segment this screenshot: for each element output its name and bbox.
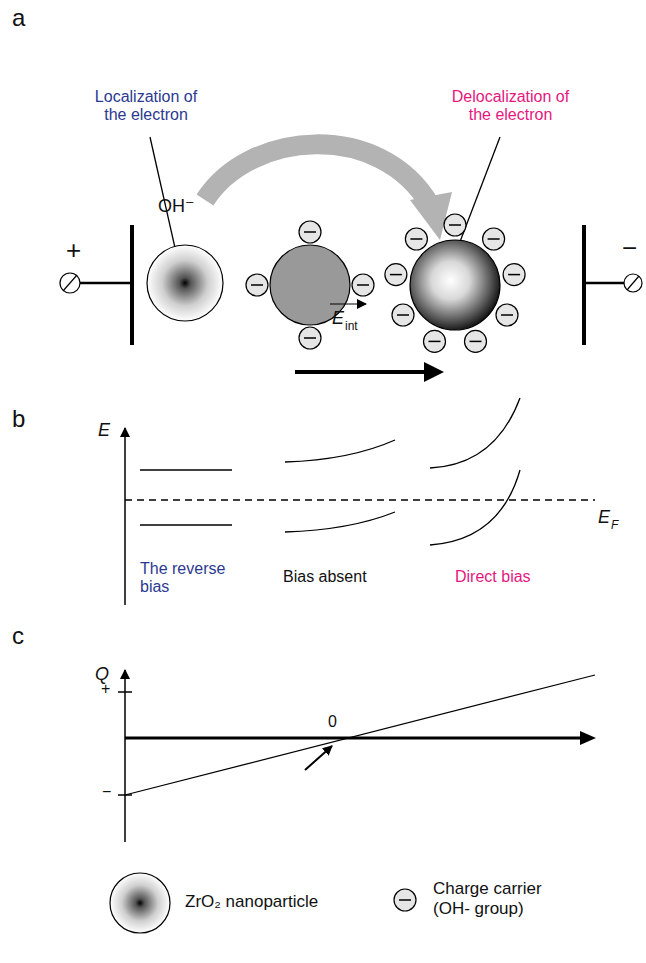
charge-carrier [385,264,407,286]
band-edge [285,512,395,532]
charge-axis [124,670,126,842]
charge-carrier [299,221,321,243]
band-edge [140,524,232,525]
annotation: Localization of the electron [92,88,200,125]
field-arrow-head [424,362,444,382]
band-edge [430,470,520,545]
tick [118,691,132,693]
band-edge [140,469,232,470]
charge-carrier [405,228,427,250]
panel-letter: a [12,4,25,32]
x-axis-head [580,731,596,745]
field-subscript: int [345,320,358,334]
polarity-sign: + [66,236,81,266]
terminal-symbol [624,274,642,292]
fermi-level [125,499,595,501]
pointer-arrow [305,746,332,770]
field-arrow [295,370,430,374]
annotation: Delocalization of the electron [448,88,573,125]
x-axis [125,737,588,740]
tick-label: − [102,783,111,801]
axis-label: E [98,420,110,441]
charge-carrier [483,228,505,250]
legend-text: ZrO₂ nanoparticle [185,892,318,912]
panel-letter: b [12,405,25,433]
charge-carrier-ring [385,214,525,352]
charge-carrier [246,274,268,296]
transfer-arrow [205,144,430,205]
charge-line [125,675,595,795]
panel-b-illustration [125,398,595,605]
band-edge [285,440,395,462]
charge-carrier [392,304,414,326]
electrode [130,225,134,345]
band-edge [430,398,520,468]
fermi-subscript: F [611,519,618,533]
charge-carrier [503,264,525,286]
legend-text: Charge carrier (OH- group) [433,879,583,918]
charge-carrier [496,304,518,326]
terminal-symbol [63,275,77,291]
tick-label: + [101,680,110,698]
bias-label: Direct bias [455,568,531,586]
charge-carrier [299,327,321,349]
bias-label: Bias absent [283,568,367,586]
panel-a-illustration [60,137,642,382]
legend-sample [110,873,170,933]
electrode [582,225,586,345]
axis-origin: 0 [328,713,337,731]
polarity-sign: − [622,234,637,264]
panel-letter: c [12,622,24,650]
charge-carrier [444,214,466,236]
legend-sample [394,889,416,911]
ion-label: OH⁻ [158,196,195,217]
terminal-symbol [60,273,80,293]
charge-carrier [352,274,374,296]
vector-arrow [330,303,366,304]
charge-carrier [465,330,487,352]
energy-axis [124,428,126,605]
panel-c-illustration [118,670,596,842]
field-symbol: E [332,308,344,329]
wire [80,282,132,285]
terminal-symbol [627,276,639,290]
nanoparticle [147,245,223,321]
nanoparticle [410,240,500,330]
fermi-symbol: E [598,507,610,528]
bias-label: The reverse bias [140,560,235,597]
charge-carrier [424,330,446,352]
wire [584,282,624,285]
